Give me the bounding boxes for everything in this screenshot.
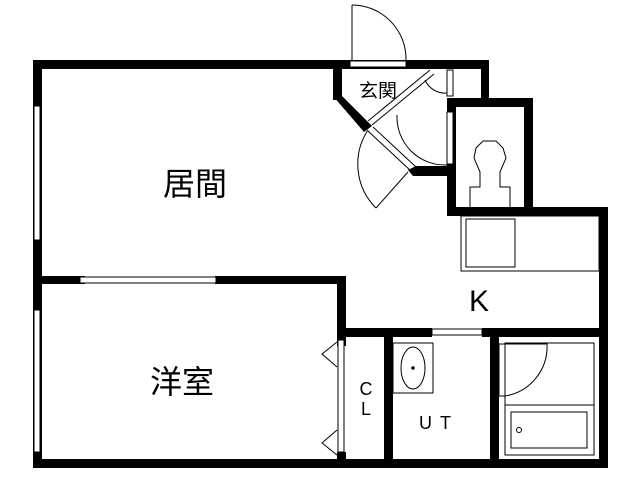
room-label-closet: C L	[358, 379, 374, 419]
windows	[33, 105, 483, 453]
bathtub	[498, 342, 595, 456]
closet-label-c: C	[359, 379, 373, 399]
closet-label-l: L	[360, 399, 371, 419]
room-label-entrance: 玄関	[359, 80, 398, 102]
entrance-door	[349, 4, 407, 68]
room-label-western: 洋室	[150, 363, 215, 401]
washbasin	[392, 342, 434, 394]
hall-doors	[357, 69, 454, 209]
kitchen-counter	[460, 215, 600, 272]
toilet-fixture	[469, 140, 511, 207]
room-label-kitchen: K	[469, 285, 490, 318]
closet-doors	[321, 339, 345, 456]
room-label-utility: UT	[419, 413, 459, 433]
walls	[33, 60, 608, 468]
room-label-living: 居間	[163, 165, 228, 203]
